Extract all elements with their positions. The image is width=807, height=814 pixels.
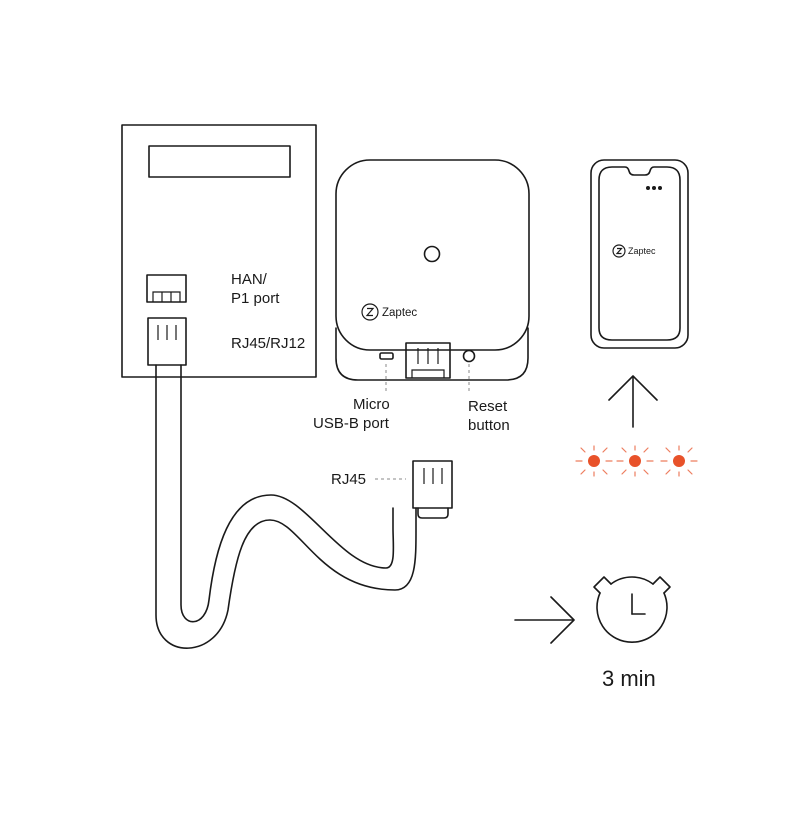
blinking-led xyxy=(660,445,698,477)
rj-port-label: RJ45/RJ12 xyxy=(231,335,305,352)
blinking-led xyxy=(616,445,654,477)
meter-body xyxy=(121,124,317,378)
reset-label-line2: button xyxy=(468,417,510,434)
timer-duration-label: 3 min xyxy=(602,666,656,691)
device-status-led xyxy=(423,245,441,263)
device-rj45-socket xyxy=(405,342,451,379)
network-cable xyxy=(155,364,417,649)
zaptec-logo-icon xyxy=(612,244,626,258)
rj45-rj12-port xyxy=(147,317,187,366)
smartphone: Zaptec xyxy=(590,159,689,349)
device-base xyxy=(335,327,529,381)
meter-display xyxy=(148,145,291,178)
rj45-connector xyxy=(412,460,453,519)
arrow-right-icon xyxy=(514,596,575,644)
zaptec-device: Zaptec xyxy=(335,159,530,381)
phone-screen xyxy=(598,166,681,341)
micro-usb-label-line2: USB-B port xyxy=(313,415,390,432)
han-port-label-line2: P1 port xyxy=(231,290,280,307)
zaptec-logo-icon xyxy=(361,303,379,321)
phone-body xyxy=(590,159,689,349)
phone-brand: Zaptec xyxy=(628,246,656,256)
reset-label-line1: Reset xyxy=(468,398,508,415)
blinking-led xyxy=(575,445,613,477)
electricity-meter: HAN/ P1 port RJ45/RJ12 xyxy=(121,124,317,378)
arrow-up-icon xyxy=(608,375,658,428)
device-top xyxy=(335,159,530,351)
reset-button-hole xyxy=(462,349,476,363)
rj45-connector-label: RJ45 xyxy=(331,471,366,488)
han-port-label-line1: HAN/ xyxy=(231,271,268,288)
micro-usb-label-line1: Micro xyxy=(353,396,390,413)
stopwatch-icon xyxy=(593,576,671,643)
device-brand: Zaptec xyxy=(382,307,417,319)
more-menu-icon xyxy=(646,186,662,190)
led-blink-icon xyxy=(575,445,698,477)
micro-usb-port xyxy=(379,352,394,360)
han-p1-port xyxy=(146,274,187,303)
